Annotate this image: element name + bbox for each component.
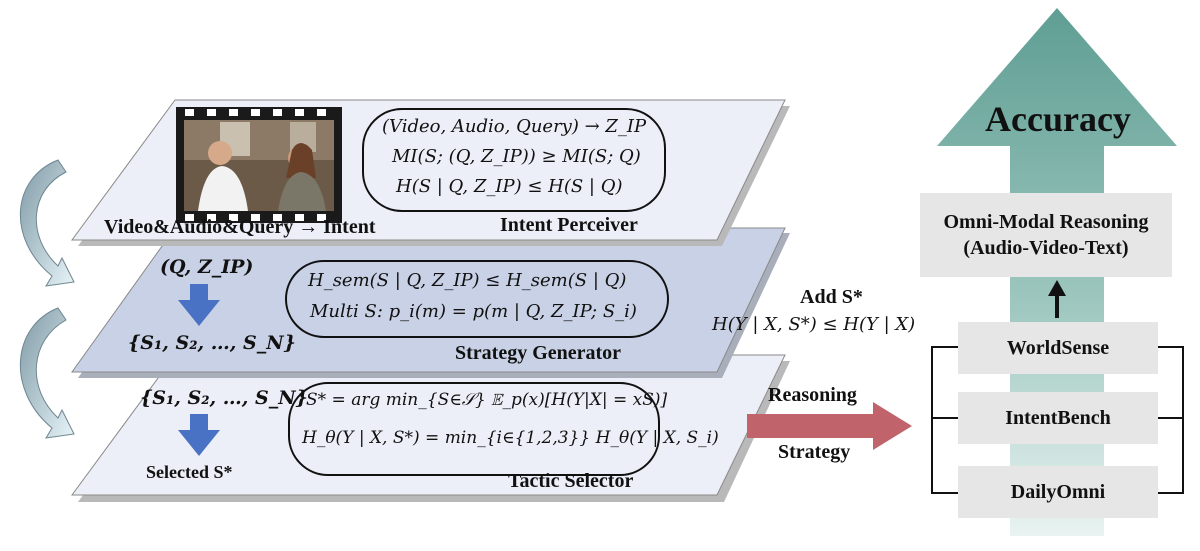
up-arrow-icon <box>1048 280 1066 318</box>
strategy-output: {S₁, S₂, …, S_N} <box>128 332 296 354</box>
benchmark-bracket <box>931 346 958 494</box>
strategy-input: (Q, Z_IP) <box>160 256 254 278</box>
add-strategy-equation: H(Y | X, S*) ≤ H(Y | X) <box>712 314 916 335</box>
strategy-down-arrow <box>178 284 220 326</box>
tactic-down-arrow <box>178 414 220 456</box>
benchmark-intentbench: IntentBench <box>958 392 1158 444</box>
strategy-eq-1: H_sem(S | Q, Z_IP) ≤ H_sem(S | Q) <box>308 270 627 291</box>
strategy-eq-2: Multi S: p_i(m) = p(m | Q, Z_IP; S_i) <box>310 301 637 322</box>
add-strategy-label: Add S* <box>800 286 863 308</box>
strategy-layer-title: Strategy Generator <box>455 342 622 364</box>
strategy-equation-box <box>285 260 669 338</box>
intent-eq-3: H(S | Q, Z_IP) ≤ H(S | Q) <box>396 176 623 197</box>
reasoning-arrow-label-top: Reasoning <box>768 384 857 406</box>
intent-layer-title: Intent Perceiver <box>500 214 638 236</box>
reasoning-arrow-label-bottom: Strategy <box>778 441 851 463</box>
tactic-layer-title: Tactic Selector <box>508 470 634 492</box>
intent-caption: Video&Audio&Query → Intent <box>104 216 376 238</box>
omni-line-2: (Audio-Video-Text) <box>963 237 1129 259</box>
tactic-equation-box <box>288 382 660 476</box>
flow-curve-arrow-2 <box>20 307 75 439</box>
filmstrip-holes <box>185 109 326 221</box>
intent-eq-2: MI(S; (Q, Z_IP)) ≥ MI(S; Q) <box>392 146 641 167</box>
intent-equation-box <box>362 108 666 212</box>
intent-eq-1: (Video, Audio, Query) → Z_IP <box>382 116 647 137</box>
tactic-input: {S₁, S₂, …, S_N} <box>140 387 308 409</box>
video-thumbnail <box>176 107 342 223</box>
reasoning-strategy-arrow <box>747 402 912 450</box>
omni-modal-reasoning-box: Omni-Modal Reasoning (Audio-Video-Text) <box>920 193 1172 277</box>
omni-line-1: Omni-Modal Reasoning <box>943 211 1149 233</box>
accuracy-label: Accuracy <box>985 99 1131 139</box>
tactic-eq-2: H_θ(Y | X, S*) = min_{i∈{1,2,3}} H_θ(Y |… <box>302 428 719 448</box>
tactic-output: Selected S* <box>146 462 233 482</box>
benchmark-worldsense: WorldSense <box>958 322 1158 374</box>
tactic-eq-1: S* = arg min_{S∈𝒮} 𝔼_p(x)[H(Y|X| = xS)] <box>306 390 668 410</box>
benchmark-dailyomni: DailyOmni <box>958 466 1158 518</box>
flow-curve-arrow-1 <box>20 159 75 287</box>
